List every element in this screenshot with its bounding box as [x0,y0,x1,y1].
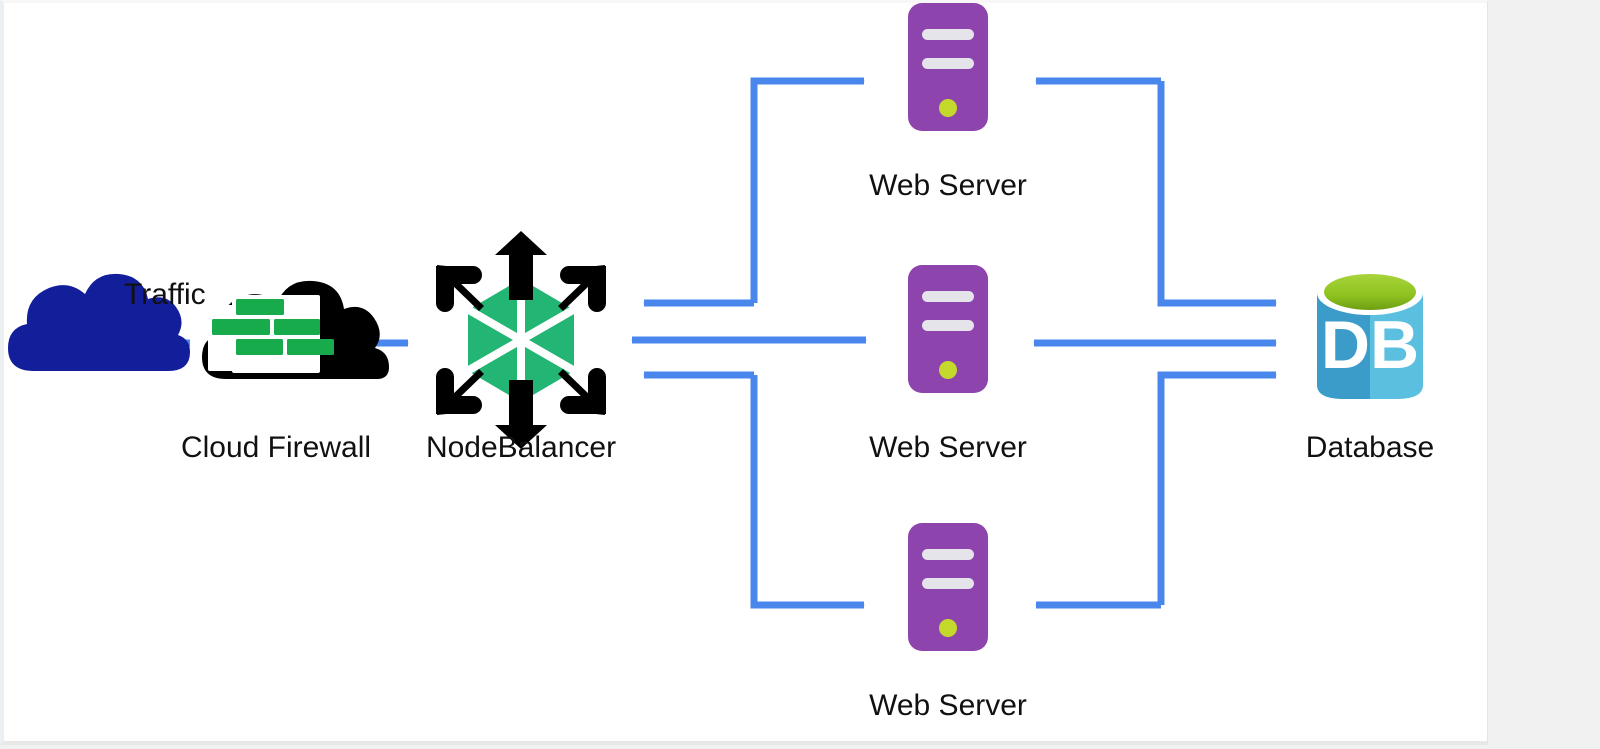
database-body-text: DB [1321,307,1419,383]
firewall-icon [202,280,389,379]
database-icon: DB [1317,271,1423,399]
server-icon-middle [908,265,988,393]
server-icon-top [908,3,988,131]
web-server-middle-label: Web Server [869,431,1027,464]
web-server-top-label: Web Server [869,169,1027,202]
nodebalancer-icon [436,231,606,449]
traffic-label: Traffic [124,278,206,311]
connector-server-bottom-to-database [1157,371,1277,605]
connector-server-top-to-database [1157,81,1277,307]
connector-layer [150,77,1277,609]
database-label: Database [1305,431,1435,464]
architecture-diagram: DB [8,3,1423,651]
web-server-bottom-label: Web Server [869,689,1027,722]
cloud-firewall-label: Cloud Firewall [180,431,372,464]
server-icon-bottom [908,523,988,651]
diagram-panel: DB Traffic Cloud Firewall NodeBalancer W… [0,0,1488,745]
nodebalancer-label: NodeBalancer [425,431,617,464]
firewall-bricks [208,295,334,373]
connector-balancer-to-server-bottom [750,375,865,609]
cloud-icon [8,273,190,371]
connector-balancer-to-server-top [750,77,865,303]
